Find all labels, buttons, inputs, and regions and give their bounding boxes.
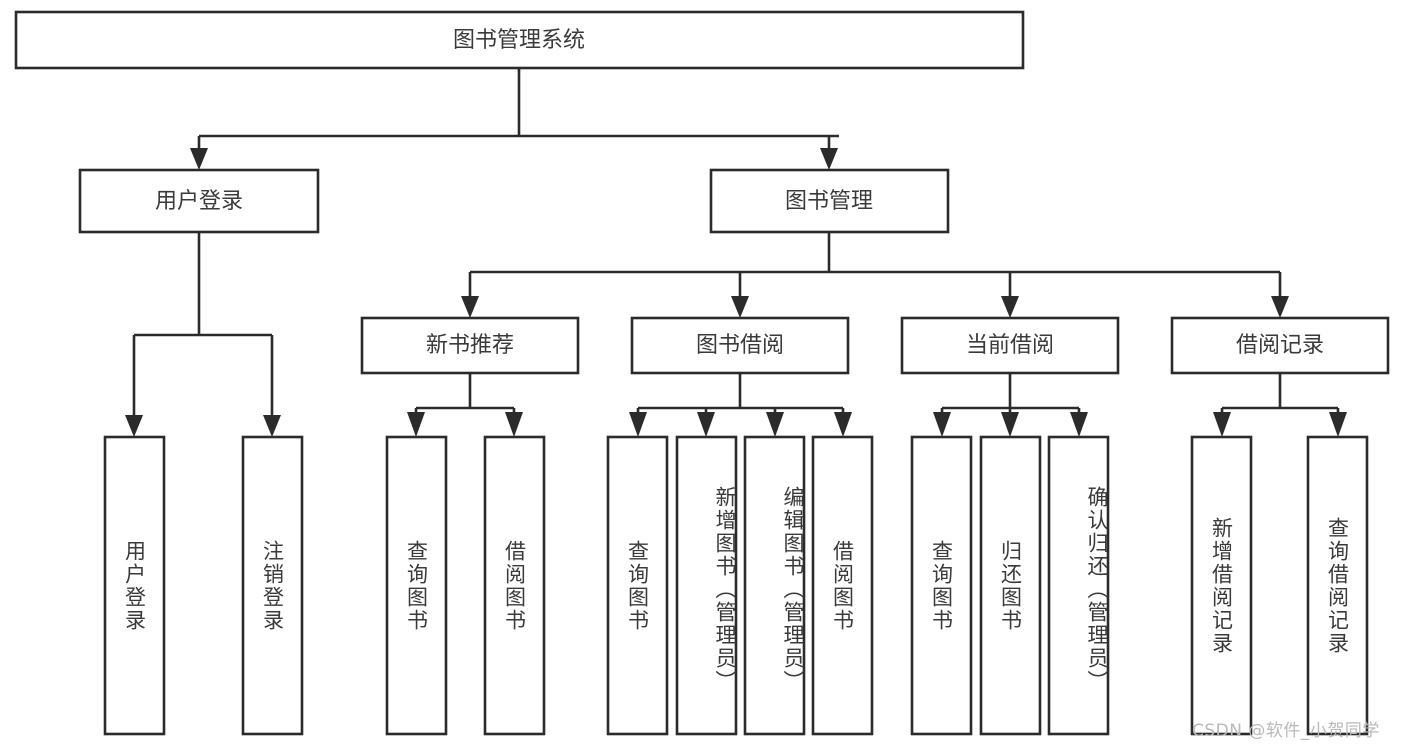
node-book-borrow-box[interactable] — [630, 316, 850, 375]
leaf-box-layer — [103, 435, 1369, 736]
node-borrow-record-box[interactable] — [1170, 316, 1390, 375]
arrowhead-leaf-query-book-1 — [407, 412, 425, 437]
node-user-login[interactable]: 用户登录 — [78, 168, 320, 234]
node-new-book-recommend-box[interactable] — [360, 316, 580, 375]
node-user-login-box[interactable] — [78, 168, 320, 234]
leaf-box-add-book[interactable] — [675, 435, 738, 736]
leaf-box-user-logout[interactable] — [241, 435, 304, 736]
arrowhead-bookmanage — [820, 148, 838, 170]
node-borrow-record-label: 借阅记录 — [1236, 333, 1324, 358]
arrowhead-book-borrow — [731, 296, 749, 318]
leaf-box-query-record[interactable] — [1306, 435, 1369, 736]
node-book-borrow[interactable]: 图书借阅 — [630, 316, 850, 375]
arrowhead-borrow-record — [1271, 296, 1289, 318]
leaf-box-query-book-2[interactable] — [606, 435, 669, 736]
arrowhead-leaf-edit-book — [766, 412, 784, 437]
node-book-manage[interactable]: 图书管理 — [709, 168, 950, 234]
arrowhead-leaf-user-logout — [263, 415, 281, 437]
node-current-borrow-label: 当前借阅 — [966, 333, 1054, 358]
node-book-manage-box[interactable] — [709, 168, 950, 234]
leaf-box-borrow-book-1[interactable] — [483, 435, 546, 736]
arrowhead-leaf-borrow-book-2 — [834, 412, 852, 437]
leaf-box-return-book[interactable] — [979, 435, 1042, 736]
arrowhead-leaf-add-record — [1213, 412, 1231, 437]
arrowhead-leaf-query-book-3 — [933, 412, 951, 437]
leaf-box-edit-book[interactable] — [743, 435, 806, 736]
node-borrow-record[interactable]: 借阅记录 — [1170, 316, 1390, 375]
leaf-box-confirm-return[interactable] — [1047, 435, 1110, 736]
arrowhead-leaf-add-book — [697, 412, 715, 437]
node-new-book-recommend[interactable]: 新书推荐 — [360, 316, 580, 375]
node-user-login-label: 用户登录 — [155, 189, 243, 214]
arrowhead-leaf-confirm-return — [1070, 412, 1088, 437]
node-book-manage-label: 图书管理 — [785, 189, 873, 214]
leaf-box-add-record[interactable] — [1190, 435, 1253, 736]
leaf-box-query-book-1[interactable] — [385, 435, 448, 736]
leaf-box-query-book-3[interactable] — [910, 435, 973, 736]
arrowhead-current-borrow — [1001, 296, 1019, 318]
arrowhead-leaf-return-book — [1001, 412, 1019, 437]
arrowhead-new-book-recommend — [461, 296, 479, 318]
node-root-label: 图书管理系统 — [453, 28, 585, 53]
node-root-box[interactable] — [14, 10, 1025, 70]
arrowhead-leaf-query-book-2 — [629, 412, 647, 437]
leaf-box-borrow-book-2[interactable] — [811, 435, 874, 736]
node-current-borrow-box[interactable] — [900, 316, 1120, 375]
connector-layer — [125, 68, 1347, 437]
node-book-borrow-label: 图书借阅 — [696, 333, 784, 358]
arrowhead-userlogin — [190, 148, 208, 170]
arrowhead-leaf-query-record — [1329, 412, 1347, 437]
arrowhead-leaf-borrow-book-1 — [505, 412, 523, 437]
arrowhead-leaf-user-login — [125, 415, 143, 437]
csdn-watermark: CSDN @软件_小贺同学 — [1192, 721, 1380, 741]
node-new-book-recommend-label: 新书推荐 — [426, 333, 514, 358]
leaf-box-user-login[interactable] — [103, 435, 166, 736]
node-current-borrow[interactable]: 当前借阅 — [900, 316, 1120, 375]
node-root[interactable]: 图书管理系统 — [14, 10, 1025, 70]
